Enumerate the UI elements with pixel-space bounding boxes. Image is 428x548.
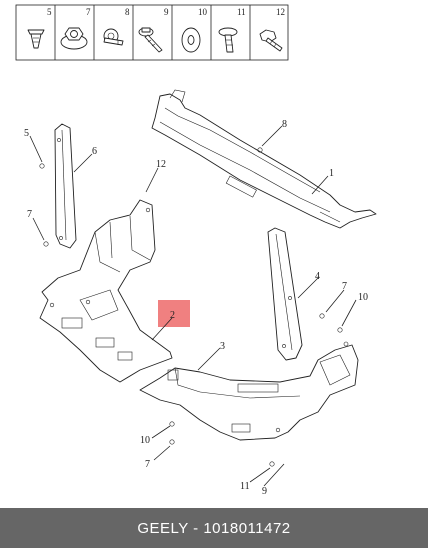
legend-num-9: 9 [164,7,169,17]
legend-num-12: 12 [276,7,285,17]
hex-bolt-icon [259,29,283,52]
callout-11: 11 [240,481,250,492]
parts-diagram: 5 7 8 9 10 11 12 [15,4,377,497]
callout-2: 2 [170,310,175,321]
clip-icon [27,29,45,49]
legend-frame [15,4,289,61]
legend-num-10: 10 [198,7,208,17]
footer-part-number: GEELY - 1018011472 [137,519,291,537]
callout-12: 12 [156,159,166,170]
callout-3: 3 [220,341,225,352]
callout-7-right: 7 [342,281,347,292]
leader-lines [29,125,357,487]
legend-num-5: 5 [47,7,52,17]
upper-cover-part [151,89,377,229]
callout-6: 6 [92,146,97,157]
left-bracket-part [54,123,77,249]
flange-nut-icon [60,27,88,50]
washer-icon [181,27,201,53]
legend-num-7: 7 [86,7,91,17]
footer-bar: GEELY - 1018011472 [0,508,428,548]
legend-num-11: 11 [237,7,246,17]
front-under-shield-part [39,199,173,383]
callout-10-right: 10 [358,292,368,303]
legend-num-8: 8 [125,7,130,17]
fastener-markers [39,147,343,467]
callout-7-left: 7 [27,209,32,220]
right-bracket-part [267,227,303,361]
bolt-icon [138,27,163,53]
highlight-box [158,300,190,327]
rivet-icon [103,28,124,46]
callout-7-bottom: 7 [145,459,150,470]
fastener-legend: 5 7 8 9 10 11 12 [15,4,289,61]
callout-4: 4 [315,271,320,282]
screw-icon [218,27,238,53]
callout-1: 1 [329,168,334,179]
callout-10-bottom: 10 [140,435,150,446]
callout-5: 5 [24,128,29,139]
diagram-stage: 5 7 8 9 10 11 12 [15,4,377,497]
callouts: 1 2 3 4 5 6 7 7 7 8 9 10 10 11 12 [24,119,368,497]
callout-8: 8 [282,119,287,130]
rear-under-shield-part [139,341,359,441]
callout-9: 9 [262,486,267,497]
